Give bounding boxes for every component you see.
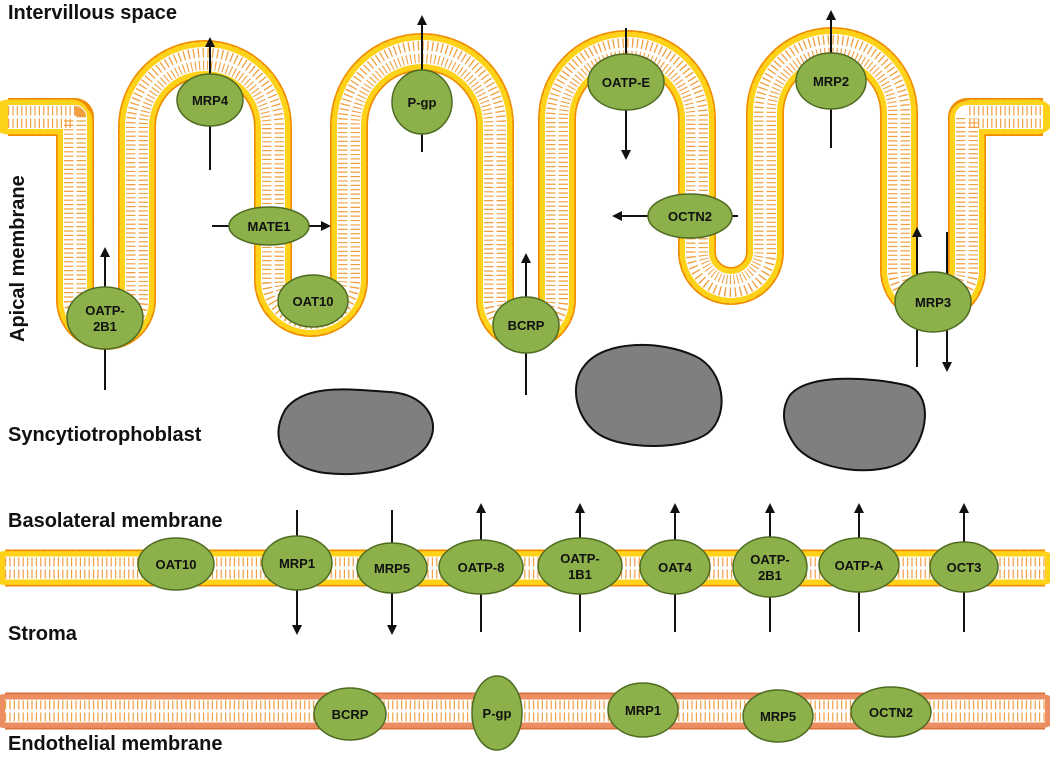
oatp-2b1-apical-transporter: OATP-2B1 (66, 286, 144, 350)
mrp1-endothelial-transporter: MRP1 (607, 682, 679, 738)
oatp-2b1-apical-label-2: 2B1 (93, 319, 117, 334)
endothelial-membrane-label: Endothelial membrane (8, 733, 223, 755)
oct3-basolateral-label-1: OCT3 (947, 560, 982, 575)
mrp1-basolateral-transporter: MRP1 (261, 535, 333, 591)
p-gp-apical-label-1: P-gp (408, 95, 437, 110)
octn2-endothelial-body (850, 686, 932, 738)
oat10-apical-body (277, 274, 349, 328)
transporters-layer: OATP-2B1MRP4MATE1OAT10P-gpBCRPOATP-EOCTN… (66, 52, 999, 751)
stroma-label: Stroma (8, 623, 77, 645)
oatp-e-apical-body (587, 53, 665, 111)
mrp4-apical-transporter: MRP4 (176, 73, 244, 127)
mrp4-apical-body (176, 73, 244, 127)
nucleus-2 (575, 343, 723, 447)
oat4-basolateral-label-1: OAT4 (658, 560, 692, 575)
bcrp-endothelial-transporter: BCRP (313, 687, 387, 741)
oatp-a-basolateral-body (818, 537, 900, 593)
p-gp-endothelial-body (471, 675, 523, 751)
mrp1-basolateral-body (261, 535, 333, 591)
oatp-1b1-basolateral-label-1: OATP- (560, 551, 599, 566)
oatp-8-basolateral-label-1: OATP-8 (458, 560, 505, 575)
octn2-endothelial-label-1: OCTN2 (869, 705, 913, 720)
basolateral-membrane-label: Basolateral membrane (8, 510, 223, 532)
oatp-a-basolateral-transporter: OATP-A (818, 537, 900, 593)
p-gp-endothelial-label-1: P-gp (483, 706, 512, 721)
mrp5-basolateral-body (356, 542, 428, 594)
oat10-basolateral-transporter: OAT10 (137, 537, 215, 591)
oatp-2b1-basolateral-label-1: OATP- (750, 552, 789, 567)
oatp-1b1-basolateral-label-2: 1B1 (568, 567, 592, 582)
mrp5-basolateral-transporter: MRP5 (356, 542, 428, 594)
nuclei-layer (277, 343, 926, 476)
intervillous-space-label: Intervillous space (8, 2, 177, 24)
mrp1-endothelial-label-1: MRP1 (625, 703, 661, 718)
p-gp-endothelial-transporter: P-gp (471, 675, 523, 751)
mrp5-endothelial-transporter: MRP5 (742, 689, 814, 743)
apical-membrane-label: Apical membrane (7, 175, 29, 342)
oat4-basolateral-body (639, 539, 711, 595)
oat10-apical-label-1: OAT10 (293, 294, 334, 309)
oct3-basolateral-transporter: OCT3 (929, 541, 999, 593)
mate1-apical-body (228, 206, 310, 246)
oat4-basolateral-transporter: OAT4 (639, 539, 711, 595)
nucleus-3 (783, 377, 926, 472)
mate1-apical-transporter: MATE1 (228, 206, 310, 246)
mrp2-apical-transporter: MRP2 (795, 52, 867, 110)
bcrp-endothelial-label-1: BCRP (332, 707, 369, 722)
mrp2-apical-label-1: MRP2 (813, 74, 849, 89)
oatp-1b1-basolateral-transporter: OATP-1B1 (537, 537, 623, 595)
oatp-2b1-basolateral-body (732, 536, 808, 598)
mrp5-basolateral-label-1: MRP5 (374, 561, 410, 576)
oat10-apical-transporter: OAT10 (277, 274, 349, 328)
oatp-a-basolateral-label-1: OATP-A (835, 558, 884, 573)
bcrp-endothelial-body (313, 687, 387, 741)
oatp-2b1-basolateral-transporter: OATP-2B1 (732, 536, 808, 598)
oatp-2b1-apical-label-1: OATP- (85, 303, 124, 318)
bcrp-apical-label-1: BCRP (508, 318, 545, 333)
mrp3-apical-label-1: MRP3 (915, 295, 951, 310)
oatp-e-apical-transporter: OATP-E (587, 53, 665, 111)
syncytiotrophoblast-label: Syncytiotrophoblast (8, 424, 202, 446)
oatp-2b1-apical-body (66, 286, 144, 350)
nucleus-1 (277, 388, 435, 476)
mrp4-apical-label-1: MRP4 (192, 93, 229, 108)
oatp-e-apical-label-1: OATP-E (602, 75, 650, 90)
oct3-basolateral-body (929, 541, 999, 593)
mrp1-endothelial-body (607, 682, 679, 738)
oat10-basolateral-body (137, 537, 215, 591)
mrp1-basolateral-label-1: MRP1 (279, 556, 315, 571)
octn2-apical-label-1: OCTN2 (668, 209, 712, 224)
mate1-apical-label-1: MATE1 (247, 219, 290, 234)
oat10-basolateral-label-1: OAT10 (156, 557, 197, 572)
p-gp-apical-transporter: P-gp (391, 69, 453, 135)
bcrp-apical-transporter: BCRP (492, 296, 560, 354)
mrp5-endothelial-body (742, 689, 814, 743)
octn2-apical-transporter: OCTN2 (647, 193, 733, 239)
bcrp-apical-body (492, 296, 560, 354)
mrp3-apical-transporter: MRP3 (894, 271, 972, 333)
octn2-apical-body (647, 193, 733, 239)
oatp-8-basolateral-body (438, 539, 524, 595)
mrp5-endothelial-label-1: MRP5 (760, 709, 796, 724)
oatp-2b1-basolateral-label-2: 2B1 (758, 568, 782, 583)
mrp2-apical-body (795, 52, 867, 110)
oatp-1b1-basolateral-body (537, 537, 623, 595)
octn2-endothelial-transporter: OCTN2 (850, 686, 932, 738)
mrp3-apical-body (894, 271, 972, 333)
oatp-8-basolateral-transporter: OATP-8 (438, 539, 524, 595)
p-gp-apical-body (391, 69, 453, 135)
